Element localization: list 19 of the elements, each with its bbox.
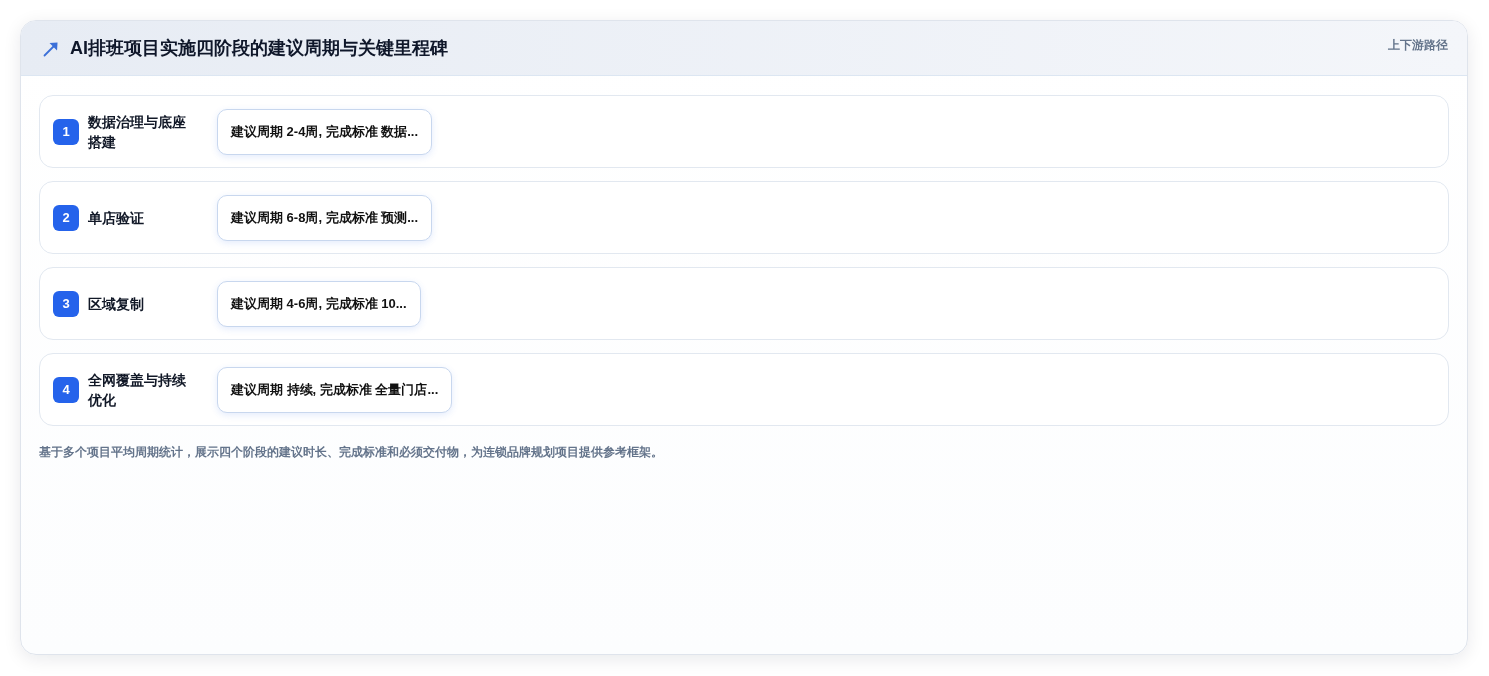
milestone-pill: 建议周期 2-4周, 完成标准 数据...	[217, 108, 433, 155]
stage-name: 区域复制	[88, 294, 145, 314]
step-number-badge: 1	[53, 118, 79, 145]
stage-name: 全网覆盖与持续优化	[88, 370, 187, 410]
milestone-pill: 建议周期 持续, 完成标准 全量门店...	[217, 366, 453, 413]
step-number-badge: 3	[53, 290, 79, 317]
stage-row	[39, 353, 1449, 426]
milestone-pill: 建议周期 6-8周, 完成标准 预测...	[217, 194, 433, 241]
step-number-badge: 2	[53, 204, 79, 231]
stage-row	[39, 95, 1449, 168]
stage-row	[39, 267, 1449, 340]
step-number-badge: 4	[53, 376, 79, 403]
stage-row	[39, 181, 1449, 254]
caption-text: 基于多个项目平均周期统计，展示四个阶段的建议时长、完成标准和必须交付物，为连锁品牌规划项目提供参考框架。	[39, 444, 663, 461]
stage-name: 数据治理与底座搭建	[88, 112, 187, 152]
stage-name: 单店验证	[88, 208, 145, 228]
milestone-pill: 建议周期 4-6周, 完成标准 10...	[217, 280, 421, 327]
header-note: 上下游路径	[1388, 37, 1448, 54]
diagram-title: AI排班项目实施四阶段的建议周期与关键里程碑	[70, 37, 448, 60]
